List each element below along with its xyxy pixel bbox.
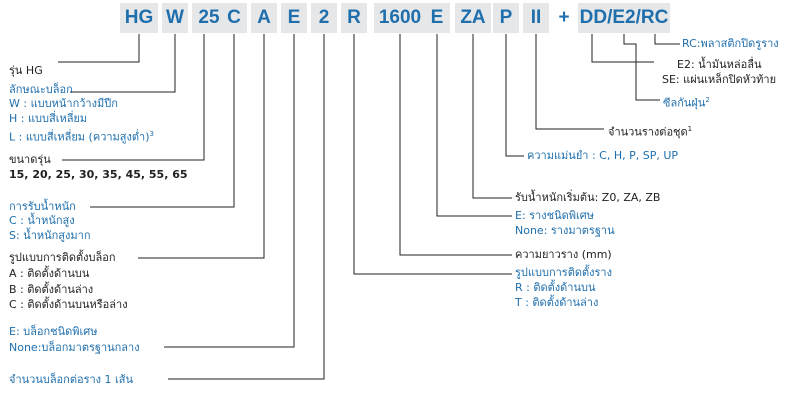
label-series: รุ่น HG xyxy=(9,64,43,77)
leader-e2 xyxy=(623,34,660,101)
label-rail-mount-r: R : ติดตั้งด้านบน xyxy=(515,281,596,294)
label-blocks-per-rail: จำนวนบล็อกต่อราง 1 เส้น xyxy=(9,373,134,386)
code-segment-1600: 1600 xyxy=(374,3,426,33)
leader-rc xyxy=(654,34,680,45)
code-segment-accessories: DD/E2/RC xyxy=(578,3,670,33)
code-segment-za: ZA xyxy=(455,3,491,33)
label-size-title: ขนาดรุ่น xyxy=(9,153,51,166)
label-e2: E2: น้ำมันหล่อลื่น xyxy=(677,58,762,71)
leader-a xyxy=(138,34,265,259)
label-block-mount-a: A : ติดตั้งด้านบน xyxy=(9,267,90,280)
label-load-s: S: น้ำหนักสูงมาก xyxy=(9,229,91,242)
leader-p xyxy=(505,34,524,157)
label-block-mount-title: รูปแบบการติดตั้งบล็อก xyxy=(9,251,116,264)
label-rail-special-none: None: รางมาตรฐาน xyxy=(515,224,615,237)
leader-1600 xyxy=(399,34,512,256)
label-size-values: 15, 20, 25, 30, 35, 45, 55, 65 xyxy=(9,168,188,181)
code-segment-r: R xyxy=(341,3,367,33)
leader-za xyxy=(472,34,512,199)
leader-e-block xyxy=(164,34,295,348)
label-block-mount-b: B : ติดตั้งด้านล่าง xyxy=(9,283,94,296)
footnote-1: 1 xyxy=(687,125,693,133)
label-rc: RC:พลาสติกปิดรูราง xyxy=(682,37,779,50)
leader-ii xyxy=(535,34,604,130)
leader-w xyxy=(70,34,176,93)
label-load-c: C : น้ำหนักสูง xyxy=(9,214,75,227)
leader-c xyxy=(90,34,235,208)
code-segment-ii: II xyxy=(523,3,549,33)
label-load-title: การรับน้ำหนัก xyxy=(9,200,76,213)
footnote-2: 2 xyxy=(705,96,710,104)
label-preload: รับน้ำหนักเริ่มต้น: Z0, ZA, ZB xyxy=(515,191,661,204)
footnote-3: 3 xyxy=(149,130,154,138)
label-block-special-none: None:บล็อกมาตรฐานกลาง xyxy=(9,341,140,354)
label-block-type-title: ลักษณะบล็อก xyxy=(9,83,73,96)
code-plus: + xyxy=(558,7,570,28)
label-rail-mount-t: T : ติดตั้งด้านล่าง xyxy=(515,296,599,309)
label-block-special-e: E: บล็อกชนิดพิเศษ xyxy=(9,325,98,338)
label-rail-length: ความยาวราง (mm) xyxy=(515,248,612,261)
leader-2 xyxy=(168,34,325,380)
code-segment-a: A xyxy=(251,3,277,33)
label-block-mount-c: C : ติดตั้งด้านบนหรือล่าง xyxy=(9,298,128,311)
label-block-type-h: H : แบบสี่เหลี่ยม xyxy=(9,112,88,125)
label-block-type-w: W : แบบหน้ากว้างมีปีก xyxy=(9,97,118,110)
label-se: SE: แผ่นเหล็กปิดหัวท้าย xyxy=(662,73,777,86)
leader-25 xyxy=(62,34,205,161)
leader-hg xyxy=(58,34,140,63)
leader-dd xyxy=(591,34,654,63)
label-rail-special-e: E: รางชนิดพิเศษ xyxy=(515,209,594,222)
code-segment-hg: HG xyxy=(120,3,158,33)
label-accuracy: ความแม่นยำ : C, H, P, SP, UP xyxy=(527,149,679,162)
label-rails-per-set: จำนวนรางต่อชุด1 xyxy=(608,125,693,139)
code-segment-c: C xyxy=(221,3,247,33)
leader-r xyxy=(353,34,512,275)
label-dust-seal: ซีลกันฝุ่น2 xyxy=(663,96,710,110)
label-rail-mount-title: รูปแบบการติดตั้งราง xyxy=(515,266,612,279)
label-block-type-l: L : แบบสี่เหลี่ยม (ความสูงต่ำ)3 xyxy=(9,130,154,144)
code-segment-p: P xyxy=(493,3,519,33)
code-segment-2: 2 xyxy=(311,3,337,33)
code-segment-e-block: E xyxy=(281,3,307,33)
code-segment-w: W xyxy=(162,3,188,33)
code-segment-25: 25 xyxy=(192,3,226,33)
leader-e-rail xyxy=(436,34,512,217)
code-segment-e-rail: E xyxy=(424,3,450,33)
